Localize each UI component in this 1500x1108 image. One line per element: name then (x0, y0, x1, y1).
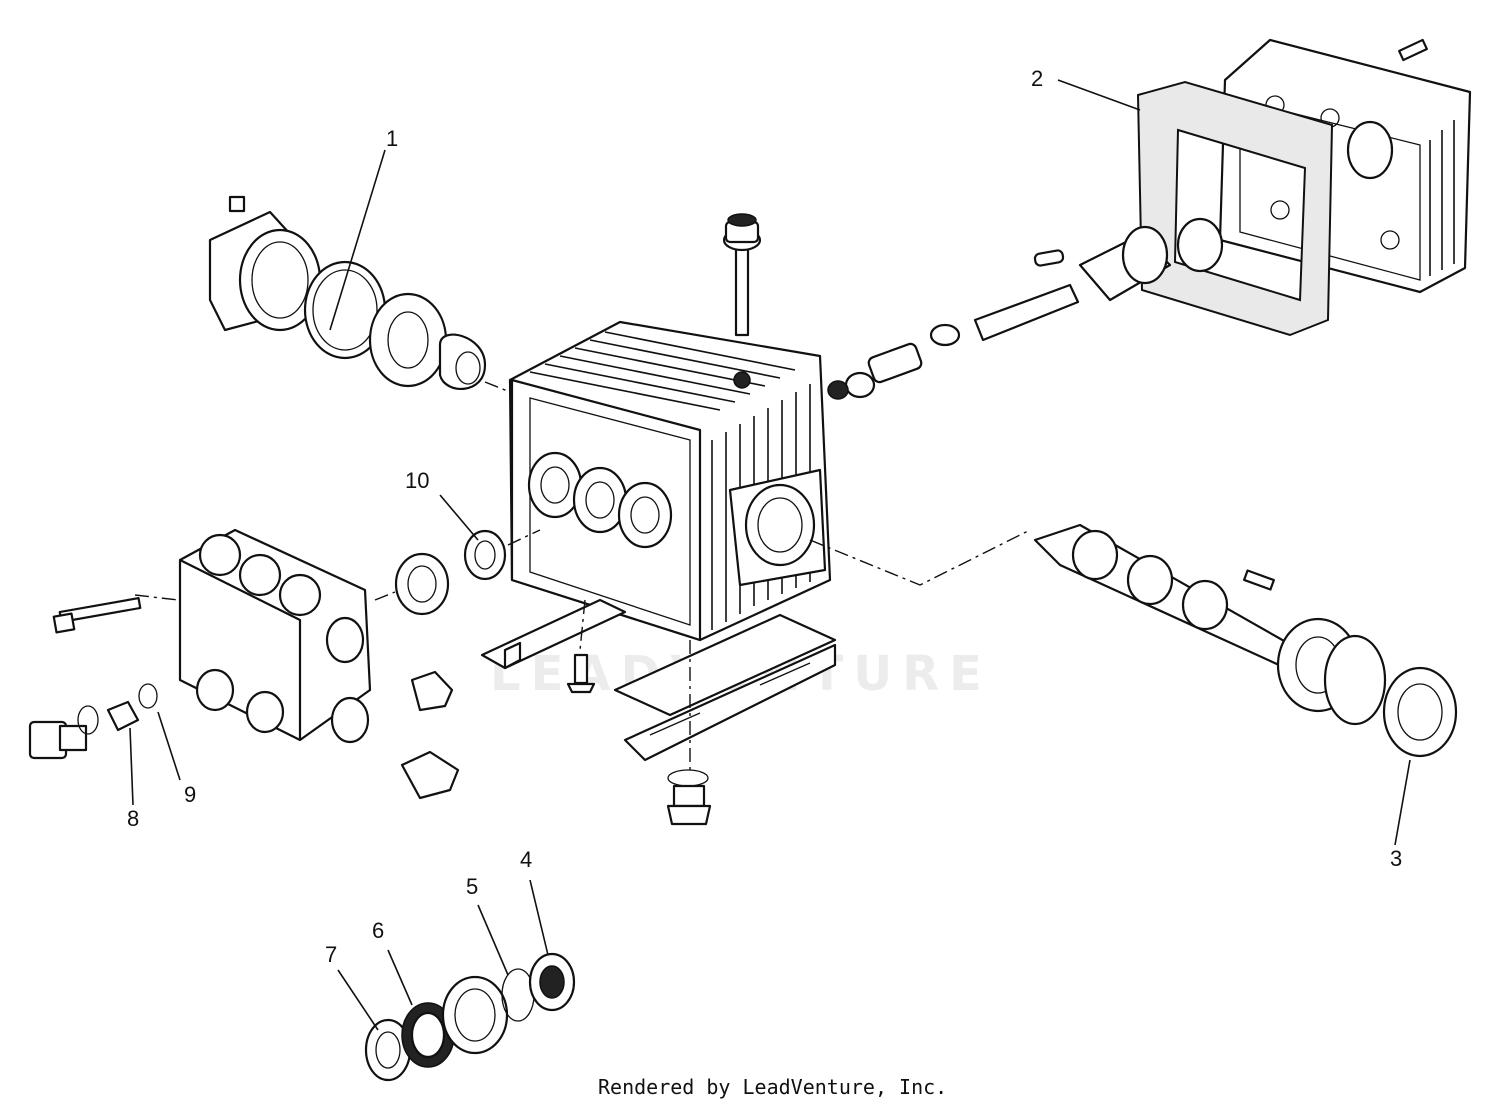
callout-7: 7 (325, 942, 337, 967)
callout-labels: 1 2 3 4 5 6 7 8 9 10 (127, 66, 1402, 967)
oil-dipstick (722, 213, 762, 337)
callout-4: 4 (520, 847, 532, 872)
centerlines (134, 381, 1031, 770)
callout-8: 8 (127, 806, 139, 831)
manifold-head (52, 528, 372, 744)
crankcase (508, 320, 832, 642)
callout-10: 10 (405, 468, 429, 493)
callout-5: 5 (466, 874, 478, 899)
valve-seat-10 (394, 529, 507, 616)
callout-2: 2 (1031, 66, 1043, 91)
seal-stack (364, 952, 576, 1082)
callout-3: 3 (1390, 846, 1402, 871)
plug-and-valve (28, 683, 158, 760)
crankshaft (1033, 523, 1458, 758)
leader-lines (129, 79, 1411, 1031)
rear-cover (1218, 38, 1472, 294)
mounting-rail-left (480, 598, 627, 670)
plugs (400, 670, 460, 800)
callout-9: 9 (184, 782, 196, 807)
drain-bolt (566, 653, 712, 826)
connecting-rod-assembly (827, 217, 1224, 400)
callout-1: 1 (386, 126, 398, 151)
credit-text: Rendered by LeadVenture, Inc. (598, 1075, 947, 1099)
mounting-rail-right (613, 613, 837, 762)
callout-6: 6 (372, 918, 384, 943)
bearing-cover-assembly (208, 195, 487, 390)
rear-cover-gasket (1136, 80, 1334, 337)
